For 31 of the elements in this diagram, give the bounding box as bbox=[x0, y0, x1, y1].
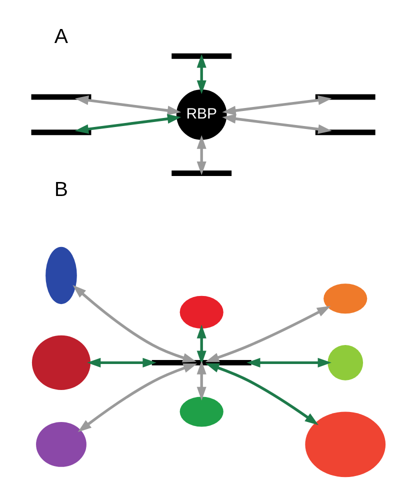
label: B bbox=[54, 178, 68, 201]
arrow bbox=[78, 364, 198, 432]
node-ellipse bbox=[32, 335, 91, 390]
node-line bbox=[315, 130, 376, 136]
arrow bbox=[196, 324, 206, 364]
node-line bbox=[31, 94, 92, 100]
node-line bbox=[172, 170, 232, 176]
arrow bbox=[196, 360, 206, 401]
arrow bbox=[205, 306, 331, 362]
node-ellipse bbox=[324, 284, 368, 314]
node-line bbox=[152, 360, 252, 366]
node-ellipse bbox=[36, 422, 86, 467]
node-ellipse bbox=[46, 246, 77, 304]
arrow bbox=[196, 54, 206, 94]
arrow bbox=[246, 358, 332, 368]
node-ellipse bbox=[328, 344, 364, 380]
node-ellipse bbox=[180, 296, 224, 329]
node-circle: RBP bbox=[176, 89, 227, 140]
node-ellipse bbox=[180, 396, 224, 427]
arrow bbox=[74, 96, 182, 116]
arrow bbox=[205, 363, 318, 426]
arrow bbox=[222, 114, 332, 134]
arrow bbox=[72, 284, 196, 362]
arrow bbox=[74, 114, 182, 134]
node-line bbox=[172, 53, 232, 59]
label: A bbox=[54, 26, 68, 48]
arrow bbox=[87, 358, 156, 368]
node-line bbox=[31, 130, 92, 136]
arrow bbox=[196, 135, 206, 176]
arrow bbox=[222, 95, 332, 116]
node-line bbox=[315, 94, 376, 100]
